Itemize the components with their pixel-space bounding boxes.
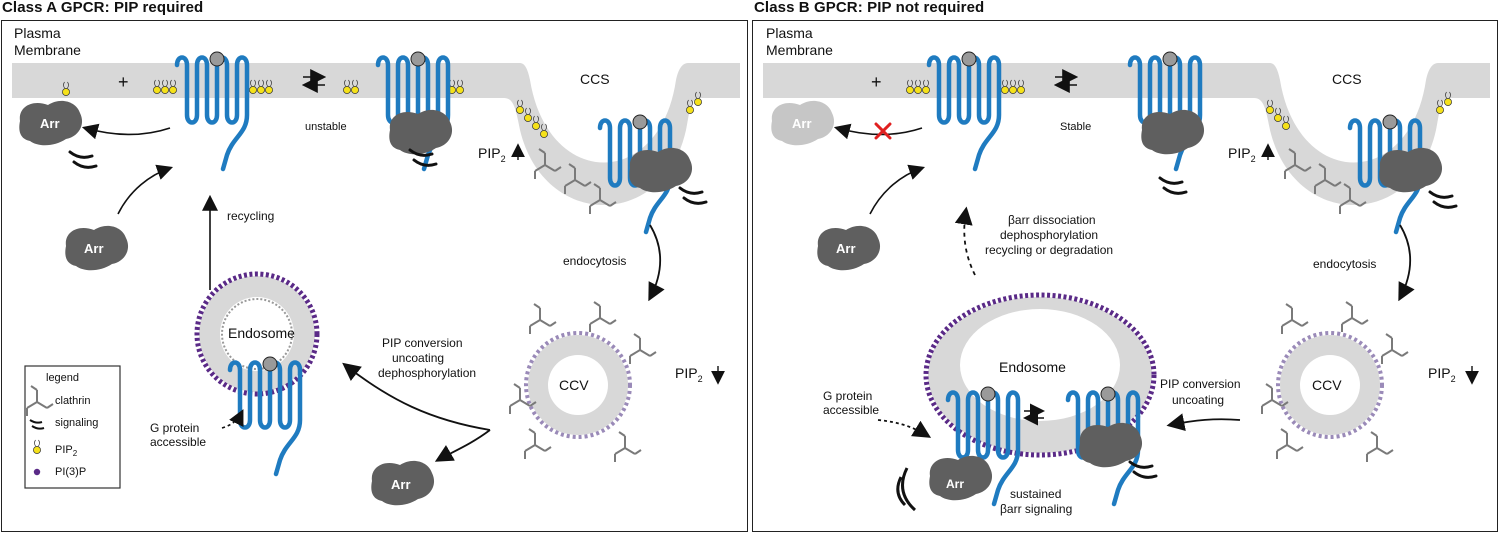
- equilibrium-arrows-b: [1053, 69, 1079, 93]
- plasma-label-2: Membrane: [14, 42, 81, 58]
- endosome-a: [194, 271, 320, 397]
- arrestin-ccs-b: [1379, 147, 1443, 193]
- arrow-endocytosis: [648, 224, 665, 302]
- arrow-g-protein-a: [221, 409, 244, 429]
- pip2-up-label: PIP2: [478, 145, 506, 164]
- arrow-dissociation: [954, 206, 976, 276]
- dephosphorylation-label-a: dephosphorylation: [378, 366, 476, 380]
- arrestin-unstable: [389, 109, 453, 155]
- arrow-g-protein-b: [877, 419, 932, 438]
- ccv-a: [509, 301, 657, 463]
- ccs-label: CCS: [580, 71, 610, 87]
- barr-signaling-label: βarr signaling: [1000, 502, 1072, 516]
- panel-b-title: Class B GPCR: PIP not required: [754, 0, 985, 16]
- recycling-label: recycling: [227, 209, 274, 223]
- legend: legend clathrin signaling PIP2 PI(3)P: [24, 365, 121, 489]
- panel-b-diagram: Plasma Membrane + Stable CCS PIP2 Arr: [763, 25, 1490, 516]
- unstable-label: unstable: [305, 121, 347, 133]
- equilibrium-arrows: [301, 69, 327, 93]
- plasma-label-b-2: Membrane: [766, 42, 833, 58]
- plasma-label-1: Plasma: [14, 25, 61, 41]
- pip-conversion-label-a: PIP conversion: [382, 336, 463, 350]
- plasma-label-b-1: Plasma: [766, 25, 813, 41]
- g-protein-label-a: G protein: [150, 421, 199, 435]
- arr-label-b3: Arr: [946, 477, 964, 491]
- dephosphorylation-label-b: dephosphorylation: [1000, 228, 1098, 242]
- legend-clathrin: clathrin: [55, 395, 90, 407]
- panel-b: [752, 20, 1498, 532]
- plus-sign: +: [118, 72, 129, 92]
- pip-conversion-label-b: PIP conversion: [1160, 377, 1241, 391]
- arrow-pip-conversion-b: [1166, 413, 1241, 432]
- arrow-release: [81, 123, 171, 140]
- dissociation-label: βarr dissociation: [1008, 213, 1096, 227]
- arr-label-2: Arr: [84, 241, 104, 256]
- g-protein-label-b: G protein: [823, 389, 872, 403]
- arr-label-1: Arr: [40, 116, 60, 131]
- sustained-label: sustained: [1010, 487, 1061, 501]
- ccv-b: [1261, 301, 1409, 463]
- arrow-rebind: [117, 164, 174, 215]
- legend-pi3p: PI(3)P: [55, 466, 86, 478]
- equilibrium-endosome-b: [1023, 403, 1045, 426]
- endosome-label-b: Endosome: [999, 359, 1066, 375]
- pip2-down-label-a: PIP2: [675, 365, 703, 384]
- endosome-label-a: Endosome: [228, 325, 295, 341]
- panel-a-title: Class A GPCR: PIP required: [2, 0, 204, 16]
- accessible-label-a: accessible: [150, 435, 206, 449]
- arrow-endocytosis-b: [1398, 224, 1415, 302]
- block-x-icon: [874, 122, 892, 140]
- recycling-degradation-label: recycling or degradation: [985, 243, 1113, 257]
- panel-a-diagram: Plasma Membrane + unstable C: [12, 25, 740, 506]
- legend-signaling: signaling: [55, 417, 98, 429]
- legend-pi3p-icon: [33, 468, 41, 476]
- endocytosis-label-b: endocytosis: [1313, 257, 1376, 271]
- arrestin-ccs: [629, 147, 693, 193]
- pip2-up-label-b: PIP2: [1228, 145, 1256, 164]
- stable-label: Stable: [1060, 121, 1091, 133]
- uncoating-label-b: uncoating: [1172, 393, 1224, 407]
- accessible-label-b: accessible: [823, 403, 879, 417]
- ccv-label-a: CCV: [559, 377, 589, 393]
- pip2-down-label-b: PIP2: [1428, 365, 1456, 384]
- plus-sign-b: +: [871, 72, 882, 92]
- arr-label-3: Arr: [391, 477, 411, 492]
- arrestin-stable: [1141, 109, 1205, 155]
- arr-label-b2: Arr: [836, 241, 856, 256]
- arrow-arr-release-a: [434, 429, 491, 462]
- ccv-label-b: CCV: [1312, 377, 1342, 393]
- panel-a: [1, 20, 748, 532]
- legend-signaling-icon: [29, 419, 45, 430]
- arrow-rebind-b: [869, 164, 926, 215]
- ccs-label-b: CCS: [1332, 71, 1362, 87]
- arr-label-b1: Arr: [792, 116, 812, 131]
- legend-title: legend: [46, 372, 79, 384]
- endocytosis-label: endocytosis: [563, 254, 626, 268]
- arrestin-endosome-b: [1079, 422, 1143, 468]
- uncoating-label-a: uncoating: [392, 351, 444, 365]
- arrow-pip-conversion-a: [342, 362, 491, 431]
- legend-pip2: PIP2: [55, 444, 78, 458]
